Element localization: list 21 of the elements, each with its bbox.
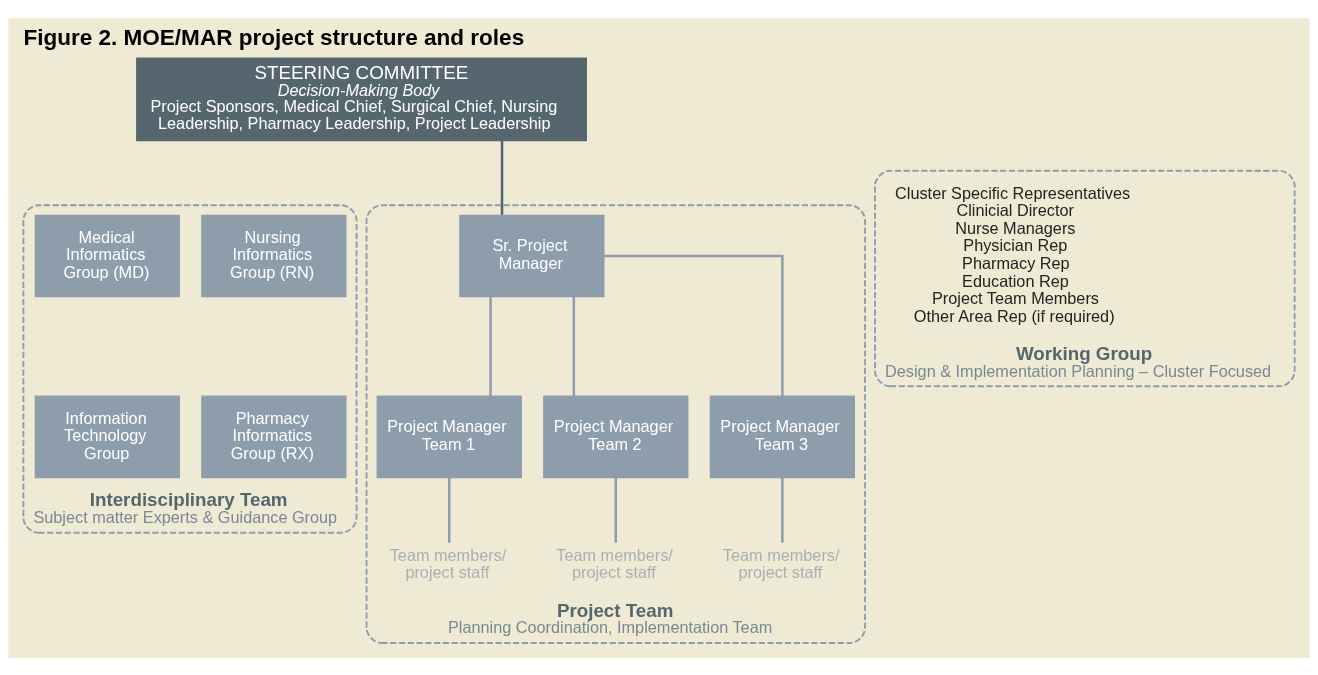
node-box: Sr. Project Manager	[459, 214, 605, 297]
node-box: Medical Informatics Group (MD)	[34, 214, 180, 297]
node-box: Project Manager Team 1	[376, 395, 522, 478]
node-text: Team members/ project staff	[556, 545, 673, 581]
node-box: Nursing Informatics Group (RN)	[201, 214, 347, 297]
node-text: Team members/ project staff	[389, 545, 507, 581]
diagram-title: Figure 2. MOE/MAR project structure and roles	[23, 24, 525, 50]
node-box: Information Technology Group	[34, 395, 180, 478]
node-box: Project Manager Team 2	[543, 395, 689, 478]
connector	[572, 296, 576, 396]
node-text: Cluster Specific Representatives Clinicial Director Nurse Managers Physician Rep Pharmacy Rep Education Rep Project Team Members Other Area Rep (if required)	[895, 183, 1131, 325]
connector	[781, 477, 784, 543]
node-box: Pharmacy Informatics Group (RX)	[201, 395, 347, 478]
connector	[489, 296, 492, 396]
connector	[447, 477, 451, 543]
node-box: Project Manager Team 3	[709, 395, 855, 478]
connector	[604, 254, 784, 396]
node-text: Team members/ project staff	[722, 545, 840, 581]
connector	[614, 477, 618, 543]
connector	[500, 140, 504, 215]
node-box: STEERING COMMITTEE Decision-Making Body Project Sponsors, Medical Chief, Surgical Chief, Nursing Leadership, Pharmacy Leadership, Project Leadership	[136, 56, 587, 141]
